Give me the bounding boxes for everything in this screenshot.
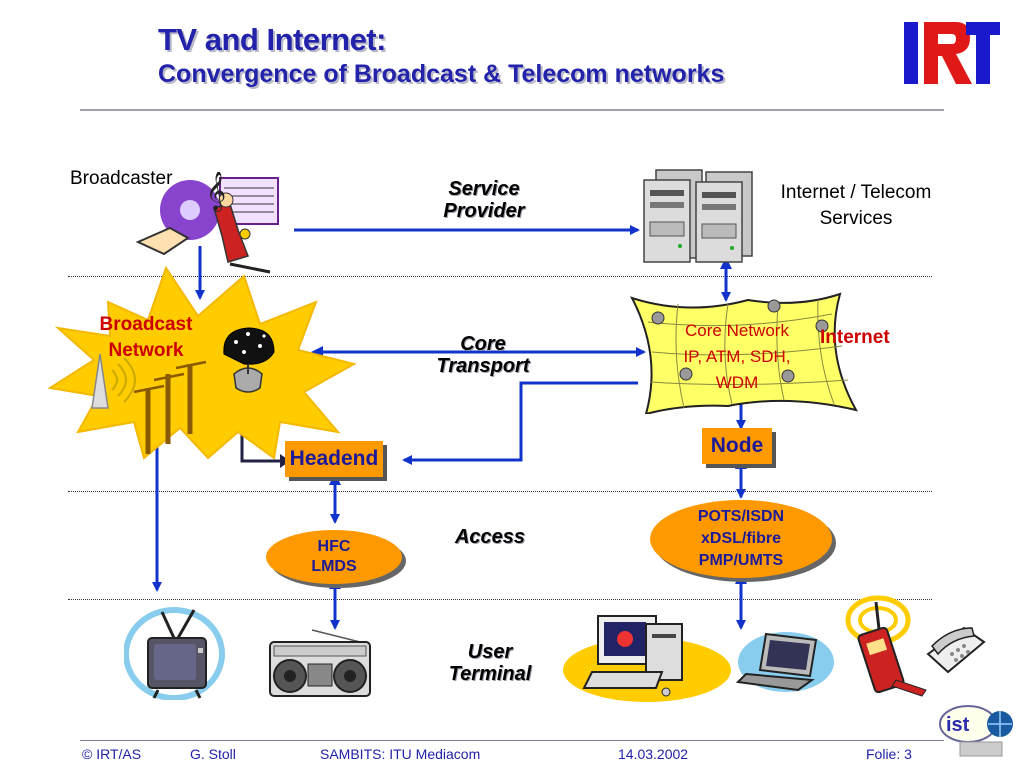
user-terminal-label: User Terminal <box>448 641 532 685</box>
internet-telecom-services-label: Internet / Telecom Services <box>780 182 932 229</box>
footer-author: G. Stoll <box>190 746 236 762</box>
server-icon <box>643 169 753 263</box>
pots-xdsl-ellipse: POTS/ISDN xDSL/fibre PMP/UMTS <box>650 500 832 578</box>
ist-logo: ist <box>939 705 1013 757</box>
headend-box: Headend <box>285 441 383 477</box>
page-title: TV and Internet: <box>158 22 386 57</box>
broadcast-network-burst <box>48 265 357 460</box>
hfc-lmds-ellipse: HFC LMDS <box>266 530 402 584</box>
television-icon <box>124 607 225 700</box>
header-divider <box>80 109 944 111</box>
desktop-computer-icon <box>563 615 731 702</box>
broadcaster-clipart: 𝄞 <box>135 172 279 274</box>
laptop-icon <box>736 632 834 692</box>
footer-event: SAMBITS: ITU Mediacom <box>320 746 481 762</box>
page-subtitle: Convergence of Broadcast & Telecom netwo… <box>158 60 725 88</box>
core-network-label: Core Network IP, ATM, SDH, WDM <box>683 321 791 392</box>
service-provider-label: Service Provider <box>443 178 525 222</box>
footer-date: 14.03.2002 <box>618 746 689 762</box>
svg-text:ist: ist <box>946 714 970 736</box>
irt-logo <box>904 22 1000 84</box>
access-label: Access <box>454 526 526 548</box>
telephone-icon <box>926 626 986 674</box>
footer-divider <box>80 740 944 741</box>
internet-label: Internet <box>820 327 890 348</box>
layer-divider-3 <box>68 599 932 600</box>
layer-divider-1 <box>68 276 932 277</box>
svg-text:𝄞: 𝄞 <box>206 172 226 212</box>
core-transport-label: Core Transport <box>436 333 530 377</box>
mobile-phone-icon <box>845 595 927 697</box>
footer-copyright: © IRT/AS <box>82 746 142 762</box>
layer-divider-2 <box>68 491 932 492</box>
broadcaster-label: Broadcaster <box>70 168 173 189</box>
node-box: Node <box>702 428 772 464</box>
radio-icon <box>269 629 371 697</box>
broadcast-network-label: Broadcast Network <box>99 314 193 361</box>
footer-slide-number: Folie: 3 <box>866 746 912 762</box>
core-network-mesh <box>629 292 858 414</box>
